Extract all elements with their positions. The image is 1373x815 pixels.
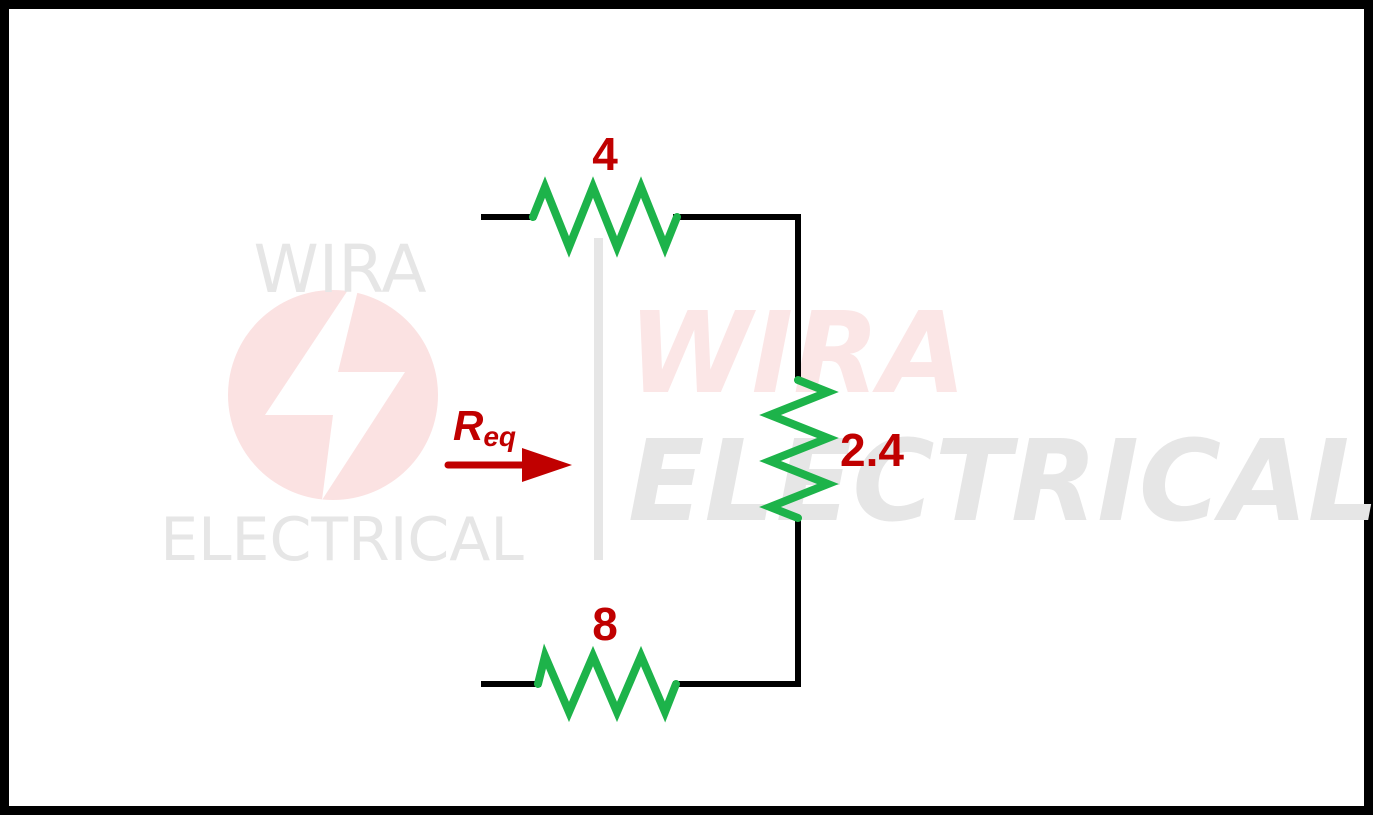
resistor-right-label: 2.4 bbox=[840, 424, 904, 476]
lightning-bolt-icon bbox=[265, 290, 405, 500]
resistor-bottom bbox=[534, 643, 680, 723]
req-label-sub: eq bbox=[483, 421, 516, 452]
resistors bbox=[529, 176, 839, 723]
resistor-top-label: 4 bbox=[592, 128, 618, 180]
req-arrow-head bbox=[522, 448, 572, 482]
watermark-large: WIRA ELECTRICAL bbox=[628, 289, 1373, 547]
req-label: Req bbox=[453, 402, 516, 452]
resistor-right bbox=[759, 376, 839, 522]
req-label-main: R bbox=[453, 402, 484, 449]
bottom-right-wire bbox=[673, 517, 801, 687]
watermark-logo: WIRA ELECTRICAL bbox=[160, 231, 603, 575]
req-indicator: Req bbox=[444, 402, 572, 482]
watermark-small-bottom: ELECTRICAL bbox=[160, 505, 524, 575]
watermark-divider bbox=[594, 238, 603, 560]
resistor-top bbox=[529, 176, 681, 258]
resistor-bottom-label: 8 bbox=[592, 598, 618, 650]
watermark-small-top: WIRA bbox=[253, 231, 426, 308]
top-right-wire bbox=[673, 214, 801, 383]
wires bbox=[481, 214, 801, 687]
watermark-large-bottom: ELECTRICAL bbox=[628, 417, 1373, 547]
